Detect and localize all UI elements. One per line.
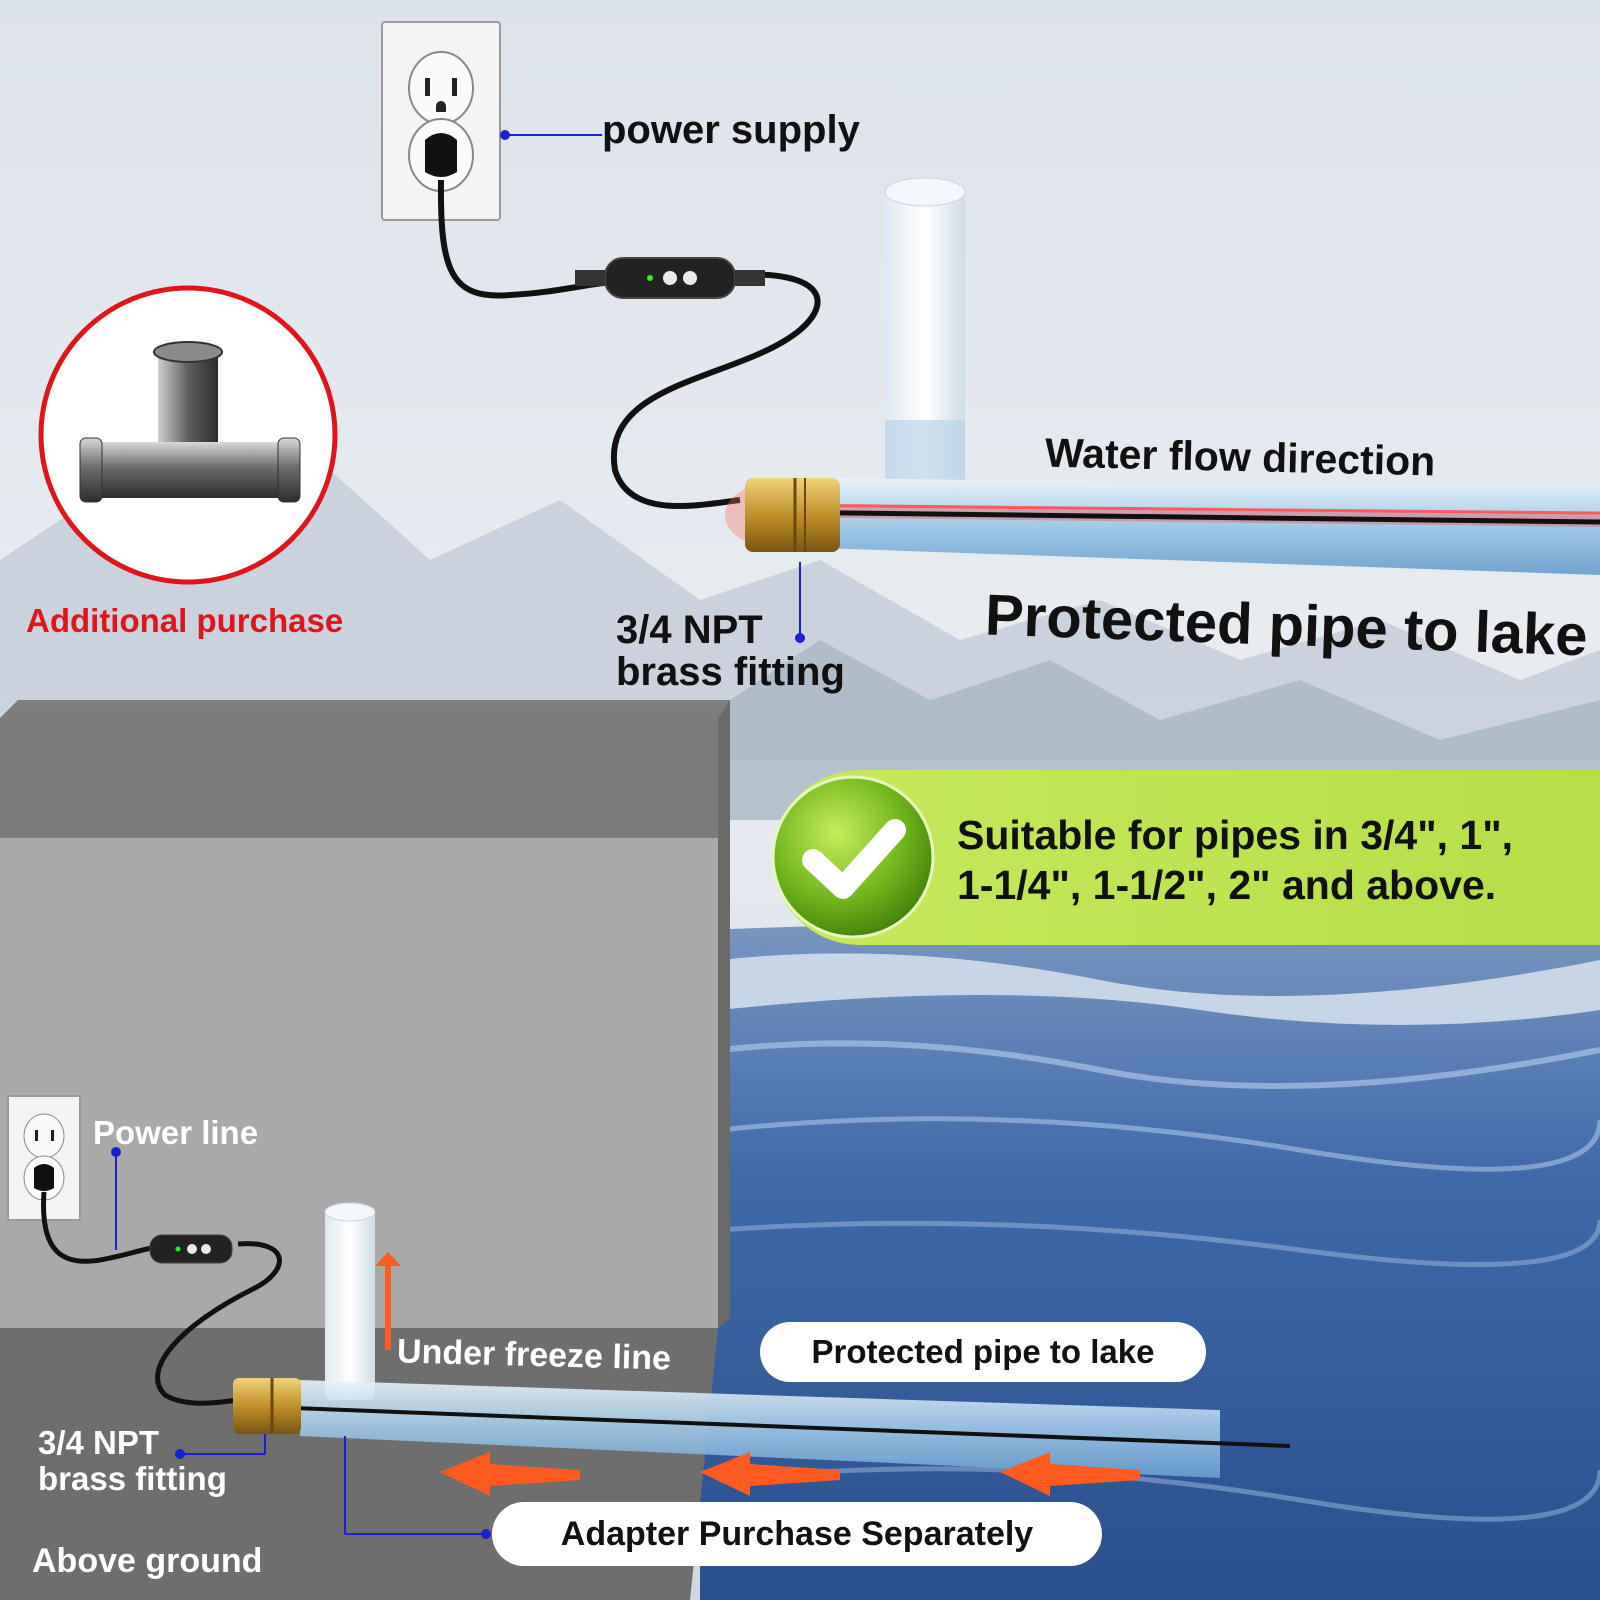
protected-pipe-pill-text: Protected pipe to lake [811, 1333, 1155, 1370]
up-arrow-icon [375, 1252, 401, 1350]
checkmark-icon [771, 775, 935, 939]
suitable-text-line1: Suitable for pipes in 3/4", 1", [957, 812, 1514, 858]
small-fitting-label-line2: brass fitting [38, 1460, 227, 1497]
suitable-badge [771, 770, 1600, 945]
adapter-purchase-text: Adapter Purchase Separately [560, 1514, 1034, 1553]
suitable-text-line2: 1-1/4", 1-1/2", 2" and above. [957, 862, 1497, 908]
protected-pipe-pill: Protected pipe to lake [760, 1322, 1206, 1382]
above-ground-label: Above ground [32, 1542, 263, 1580]
under-freeze-line-label: Under freeze line [396, 1332, 672, 1378]
top-diagram [38, 21, 1600, 643]
tee-fitting-icon [38, 285, 338, 585]
additional-purchase-label: Additional purchase [26, 602, 344, 639]
adapter-purchase-pill: Adapter Purchase Separately [492, 1502, 1102, 1566]
power-line-label: Power line [93, 1114, 259, 1151]
fitting-label-line1: 3/4 NPT [616, 608, 763, 652]
brass-fitting-icon [725, 478, 840, 552]
small-gfci-plug-icon [149, 1234, 233, 1264]
wall-outlet-icon [381, 21, 501, 221]
bottom-diagram [7, 1095, 1291, 1539]
small-fitting-label-line1: 3/4 NPT [38, 1424, 160, 1461]
small-brass-fitting-icon [233, 1378, 301, 1434]
fitting-label-line2: brass fitting [616, 650, 845, 694]
power-supply-label: power supply [602, 108, 860, 152]
flow-arrow-icon [440, 1452, 1140, 1496]
water-flow-direction-label: Water flow direction [1044, 429, 1436, 485]
gfci-plug-icon [575, 257, 765, 299]
